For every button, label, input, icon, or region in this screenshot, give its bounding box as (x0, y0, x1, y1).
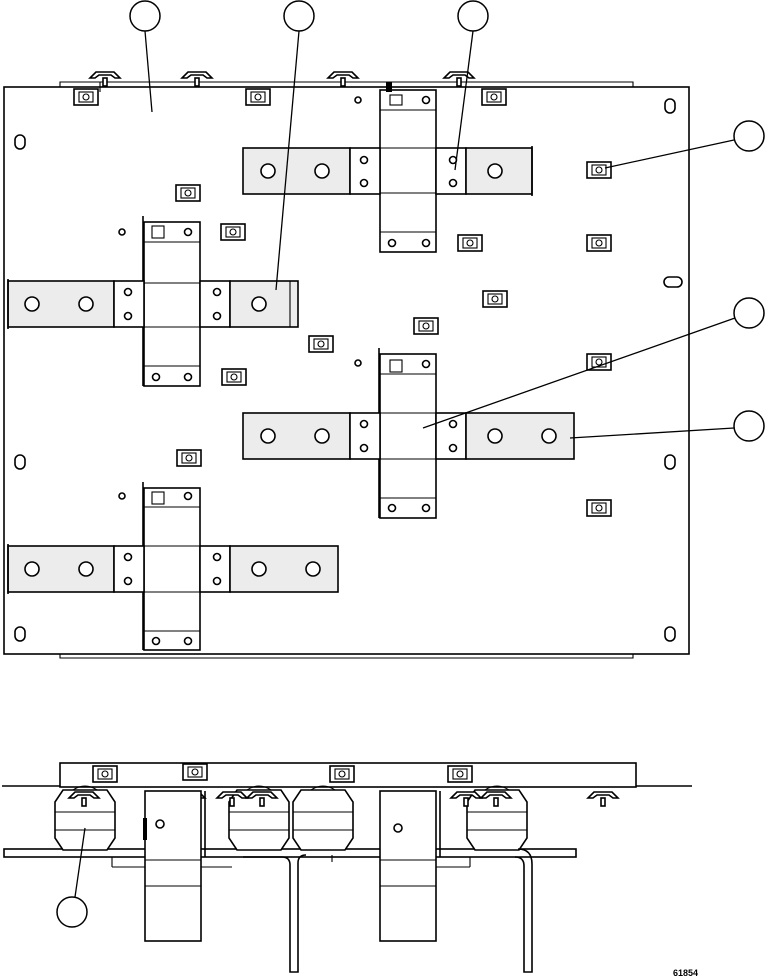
callout-1 (129, 0, 161, 32)
busbar-assembly-b (7, 216, 299, 387)
callout-2 (283, 0, 315, 32)
plan-view (3, 71, 690, 659)
figure-code: 61854 (673, 968, 699, 978)
side-bus-block-left (111, 790, 232, 942)
callout-7 (56, 896, 88, 928)
callout-5 (733, 297, 765, 329)
callout-6 (733, 410, 765, 442)
elevation-view (2, 762, 692, 973)
mounting-panel (3, 86, 690, 655)
side-bus-block-right (379, 790, 471, 942)
callout-4 (733, 120, 765, 152)
callouts-plan-view (129, 0, 765, 442)
busbar-assembly-a (242, 82, 533, 253)
busbar-assembly-c (242, 348, 575, 519)
callout-3 (457, 0, 489, 32)
busbar-assembly-d (7, 482, 339, 651)
